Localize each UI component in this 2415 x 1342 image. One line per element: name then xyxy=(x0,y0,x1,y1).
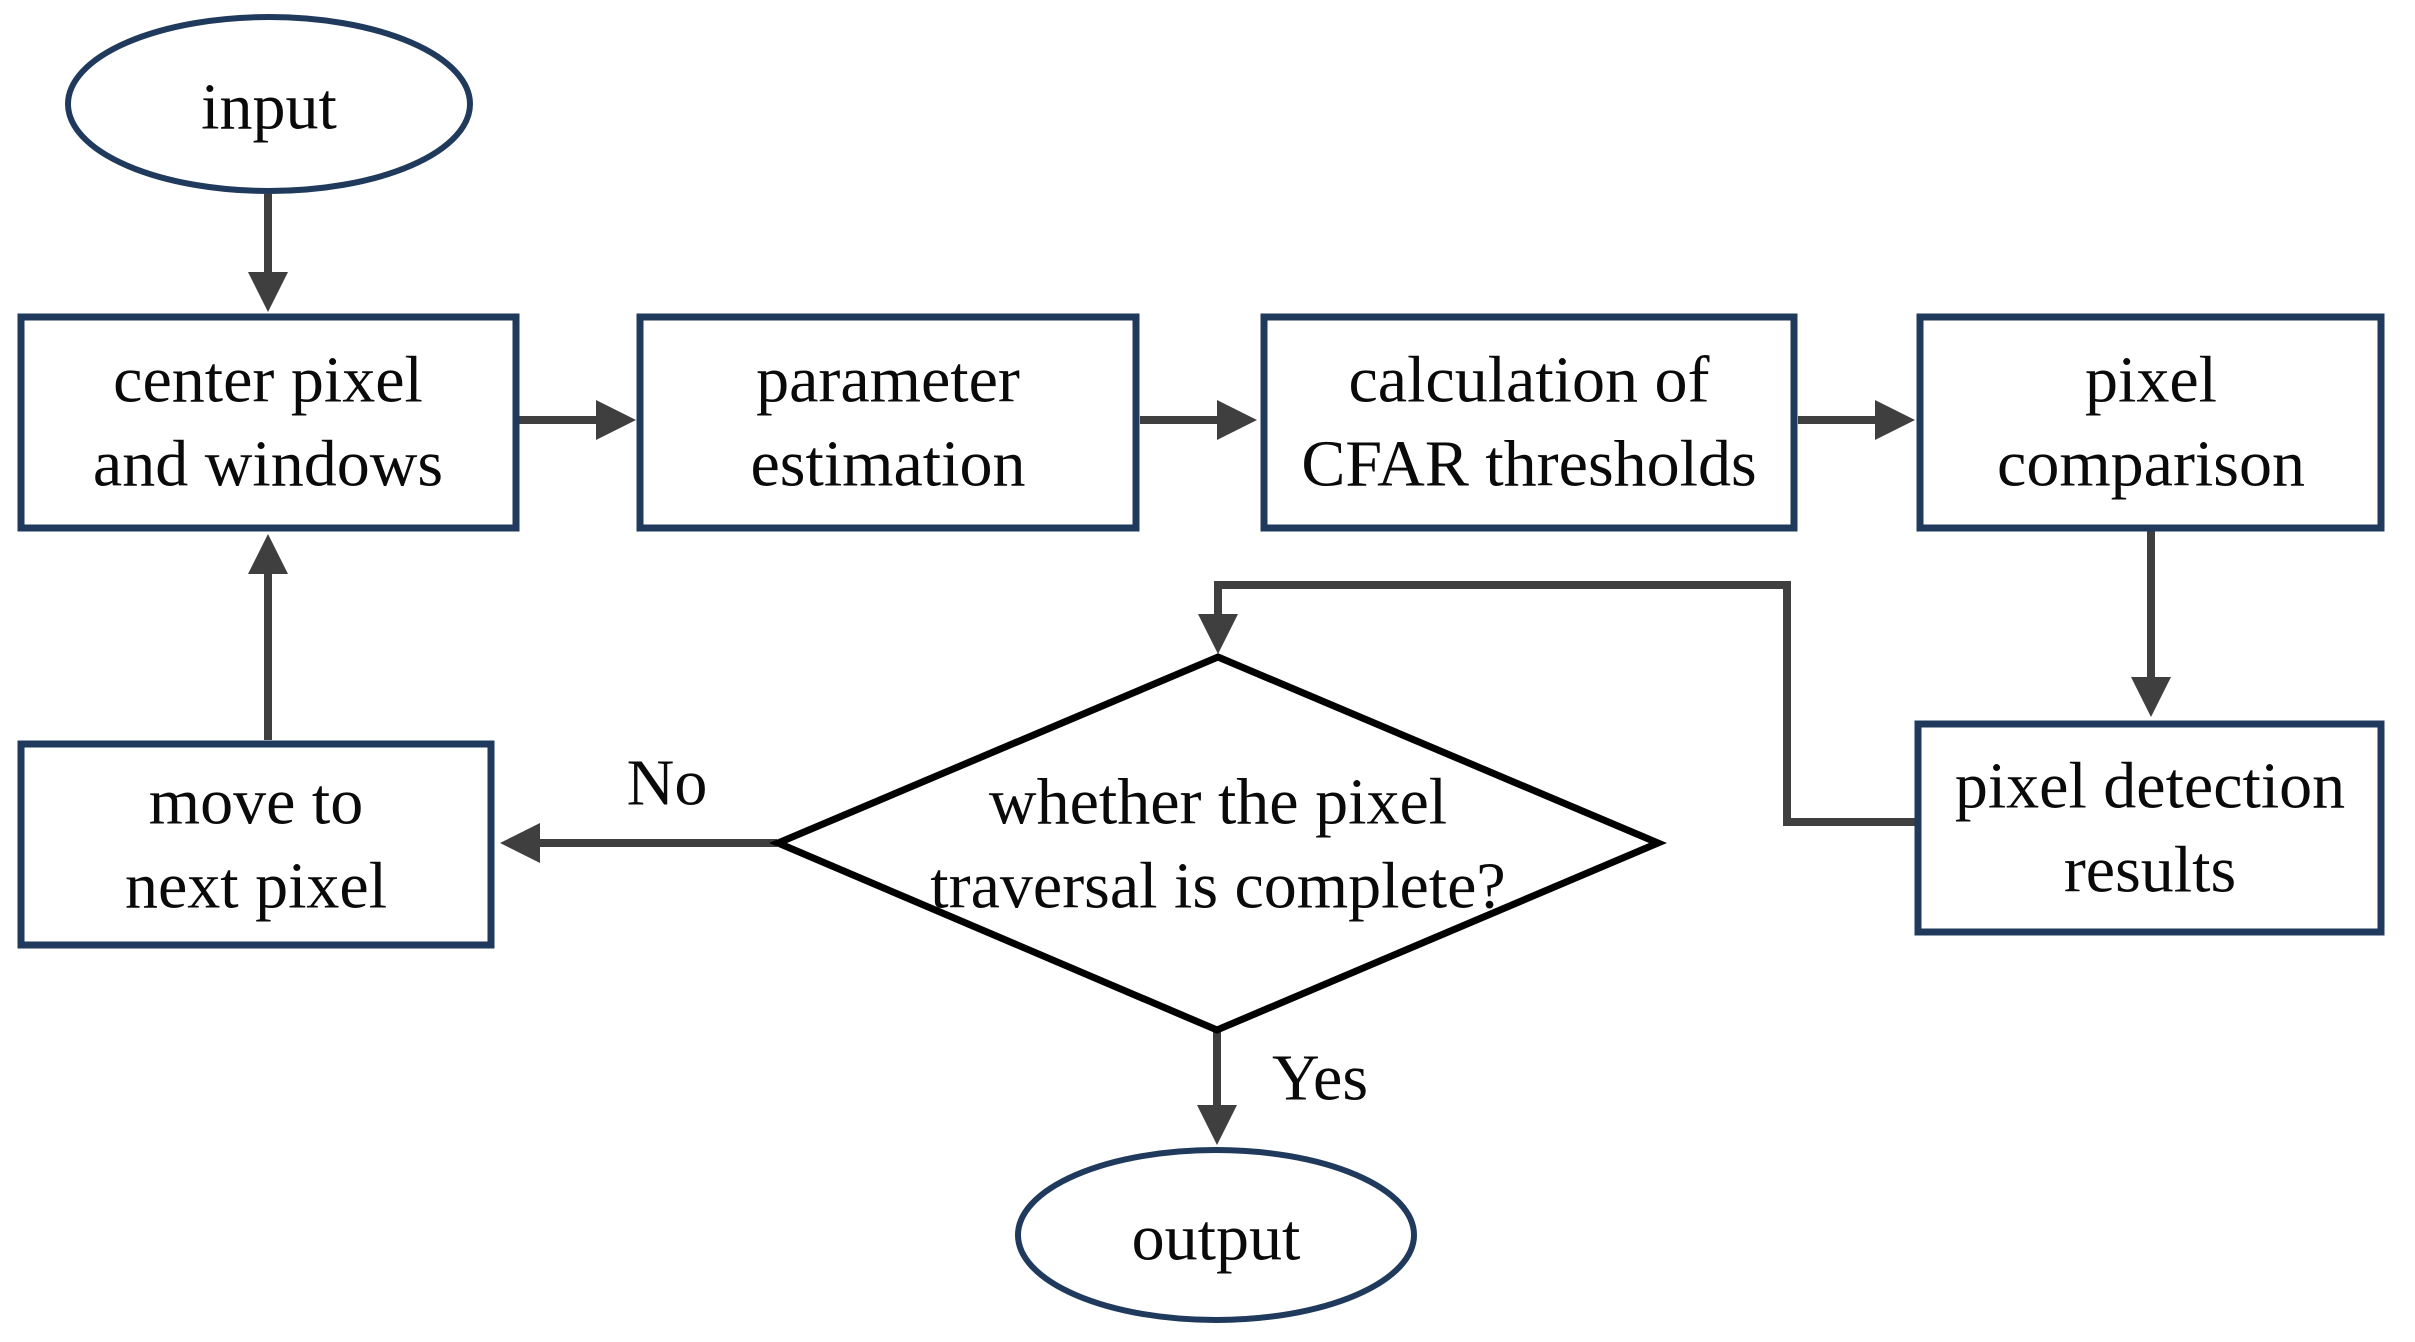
arrowhead-decision-yes-to-output xyxy=(1197,1105,1237,1145)
output-ellipse xyxy=(1015,1147,1417,1323)
node-center-pixel-and-windows: center pixel and windows xyxy=(17,313,520,532)
arrowhead-detection-to-decision xyxy=(1198,614,1238,654)
edge-label-yes: Yes xyxy=(1272,1042,1368,1115)
center-pixel-label-line2: and windows xyxy=(93,428,443,501)
parameter-estimation-box xyxy=(636,313,1140,532)
arrowhead-cfar-to-comparison xyxy=(1875,400,1915,440)
move-next-label-line2: next pixel xyxy=(125,850,387,923)
parameter-estimation-label-line2: estimation xyxy=(751,428,1026,501)
edge-label-no: No xyxy=(627,747,708,820)
node-input-terminator: input xyxy=(65,14,473,194)
node-decision-traversal-complete: whether the pixel traversal is complete? xyxy=(769,653,1667,1034)
arrowhead-decision-no-to-move xyxy=(500,823,540,863)
pixel-comparison-label-line2: comparison xyxy=(1997,428,2305,501)
pixel-detection-label-line2: results xyxy=(2064,834,2236,907)
move-next-label-line1: move to xyxy=(149,766,363,839)
pixel-detection-label-line1: pixel detection xyxy=(1955,750,2345,823)
edge-detection-to-decision xyxy=(1214,581,1915,826)
pixel-comparison-label-line1: pixel xyxy=(2085,344,2217,417)
node-pixel-detection-results: pixel detection results xyxy=(1914,720,2385,936)
input-label: input xyxy=(201,71,337,144)
node-parameter-estimation: parameter estimation xyxy=(636,313,1140,532)
input-ellipse xyxy=(65,14,473,194)
arrowhead-parameter-to-cfar xyxy=(1217,400,1257,440)
parameter-estimation-label-line1: parameter xyxy=(756,344,1020,417)
move-next-box xyxy=(17,740,495,949)
arrowhead-comparison-to-detection xyxy=(2131,677,2171,717)
center-pixel-box xyxy=(17,313,520,532)
cfar-thresholds-label-line1: calculation of xyxy=(1348,344,1709,417)
output-label: output xyxy=(1132,1202,1301,1275)
node-move-to-next-pixel: move to next pixel xyxy=(17,740,495,949)
cfar-thresholds-box xyxy=(1260,313,1798,532)
decision-diamond xyxy=(769,653,1667,1034)
connectors: No Yes xyxy=(248,194,2171,1145)
cfar-thresholds-label-line2: CFAR thresholds xyxy=(1301,428,1756,501)
center-pixel-label-line1: center pixel xyxy=(113,344,423,417)
arrowhead-center-pixel-to-parameter xyxy=(596,400,636,440)
arrowhead-input-to-center-pixel xyxy=(248,272,288,312)
arrowhead-move-to-center-pixel xyxy=(248,534,288,574)
node-pixel-comparison: pixel comparison xyxy=(1916,313,2385,532)
node-output-terminator: output xyxy=(1015,1147,1417,1323)
decision-label-line2: traversal is complete? xyxy=(930,850,1505,923)
pixel-comparison-box xyxy=(1916,313,2385,532)
node-calculation-of-cfar-thresholds: calculation of CFAR thresholds xyxy=(1260,313,1798,532)
pixel-detection-box xyxy=(1914,720,2385,936)
decision-label-line1: whether the pixel xyxy=(989,766,1447,839)
